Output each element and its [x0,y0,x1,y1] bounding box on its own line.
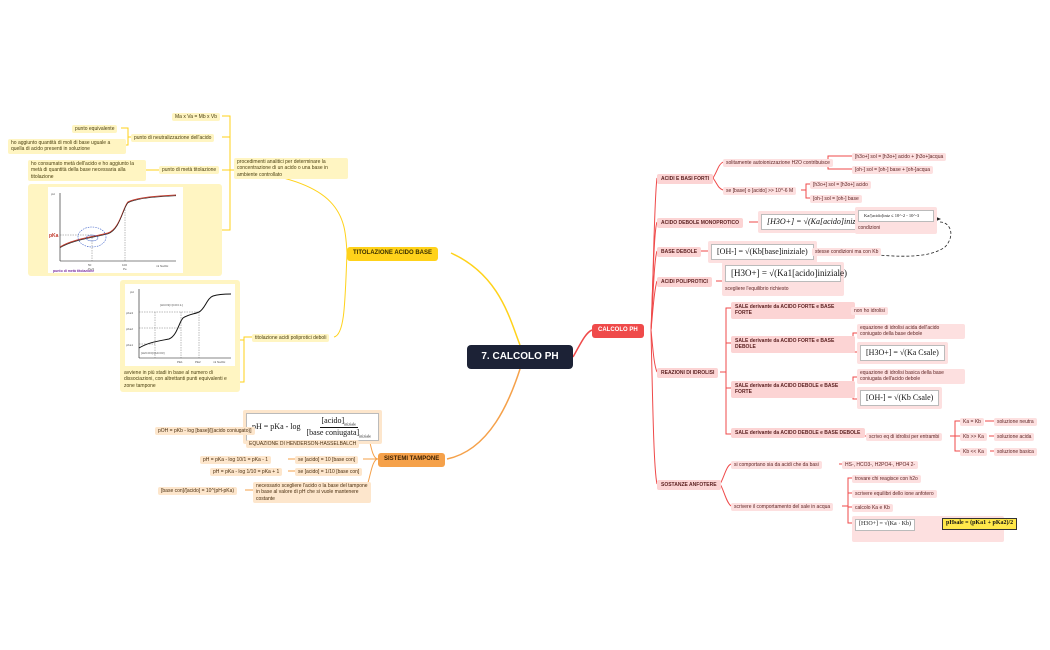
se-base-node[interactable]: se [base] o [acido] >> 10^-6 M [723,187,797,196]
acido-debole-formula: [H3O+] = √(Ka[acido]iniziale) [761,214,877,230]
graph2-species-top: [HCO3]=[CO3 2-] [160,303,183,307]
idrolisi-basica-node[interactable]: equazione di idrolisi basica della base … [857,369,965,384]
hh-den: [base coniugata] [306,427,360,437]
graph1-xtick-pe: Pe [123,267,127,271]
base-debole-formula-node[interactable]: [OH-] = √(Kb[base]iniziale) [708,241,817,263]
formula-ma-node[interactable]: Ma x Va = Mb x Vb [172,113,221,122]
graph1-tick-50: 50 [88,263,92,267]
oh-base-node[interactable]: [oh-] sol = [oh-] base [810,195,862,204]
kb-gg-ka-node[interactable]: Kb >> Ka [960,433,987,442]
sale-debole-debole-node[interactable]: SALE derivante da ACIDO DEBOLE e BASE DE… [731,428,865,439]
comportano-node[interactable]: si comportano sia da acidi che da basi [731,461,822,470]
stesse-condizioni-node[interactable]: stesse condizioni ma con Kb [812,248,882,257]
scrivo-eq-node[interactable]: scrivo eq di idrolisi per entrambi [866,433,943,442]
sale3-formula-node[interactable]: [OH-] = √(Kb Csale) [857,387,943,409]
tamponi-node[interactable]: SISTEMI TAMPONE [378,453,446,467]
poliprotici-formula-node[interactable]: [H3O+] = √(Ka1[acido]iniziale) scegliere… [722,262,847,296]
base-debole-node[interactable]: BASE DEBOLE [657,247,702,258]
graph1-tick-100: 100 [122,263,127,267]
equilibri-node[interactable]: scrivere equilibri dello ione anfotero [852,490,937,499]
ka-eq-kb-node[interactable]: Ka = Kb [960,418,984,427]
graph1-y-label: pH [51,192,55,196]
sale2-formula-node[interactable]: [H3O+] = √(Ka Csale) [857,342,948,364]
neutralizzazione-node[interactable]: punto di neutralizzazione dell'acido [131,134,215,143]
comportamento-node[interactable]: scrivere il comportamento del sale in ac… [731,503,834,512]
hh-num-sub: iniziale [344,421,356,427]
sale-forte-debole-node[interactable]: SALE derivante da ACIDO FORTE e BASE DEB… [731,336,855,353]
sale-forte-forte-node[interactable]: SALE derivante da ACIDO FORTE e BASE FOR… [731,302,855,319]
graph2-y-label: pH [130,290,134,294]
kb-ll-ka-node[interactable]: Kb << Ka [960,448,987,457]
graph1-caption: punto di metà titolazione [53,269,94,273]
hh-den-sub: iniziale [359,433,371,439]
esempi-node[interactable]: HS-, HCO3-, H2PO4-, HPO4 2- [842,461,919,470]
titolazione-node[interactable]: TITOLAZIONE ACIDO BASE [347,247,439,261]
punto-equivalente-node[interactable]: punto equivalente [72,125,118,134]
base-con-node[interactable]: [base con]/[acido] = 10^(pH-pKa) [158,487,238,496]
sale-debole-forte-node[interactable]: SALE derivante da ACIDO DEBOLE e BASE FO… [731,381,855,398]
se-10-node[interactable]: se [acido] = 10 [base con] [295,456,359,465]
soluzione-acida-node[interactable]: soluzione acida [994,433,1035,442]
condizione-node[interactable]: Ka/[acido]iniz ≤ 10^-2 - 10^-3 condizion… [855,207,937,234]
soluzione-neutra-node[interactable]: soluzione neutra [994,418,1037,427]
poh-node[interactable]: pOH = pKb - log [base]/[(acido coniugato… [155,427,255,436]
poliprotici-formula: [H3O+] = √(Ka1[acido]iniziale) [725,265,847,283]
h3o-acido-node[interactable]: [h3o+] sol = [h3o+] acido [810,181,871,190]
ph-meno-node[interactable]: pH = pKa - log 10/1 = pKa - 1 [200,456,272,465]
trovare-node[interactable]: trovare chi reagisce con h2o [852,475,921,484]
necessario-node[interactable]: necessario scegliere l'acido o la base d… [253,482,371,503]
hh-lhs: pH = pKa - log [252,422,301,432]
meta-titolazione-node[interactable]: punto di metà titolazione [159,166,220,175]
soluzione-basica-node[interactable]: soluzione basica [994,448,1037,457]
sale2-formula: [H3O+] = √(Ka Csale) [860,345,945,361]
calcolo-ph-node[interactable]: CALCOLO PH [592,324,644,338]
root-node[interactable]: 7. CALCOLO PH [467,345,573,369]
idrolisi-acida-node[interactable]: equazione di idrolisi acida dell'acido c… [857,324,965,339]
aggiunto-node[interactable]: ho aggiunto quantità di moli di base ugu… [8,139,126,154]
idrolisi-node[interactable]: REAZIONI DI IDROLISI [657,368,719,379]
non-idrolisi-node[interactable]: non ho idrolisi [851,307,888,316]
procedimenti-node[interactable]: procedimenti analitici per determinare l… [234,158,348,179]
anfotere-formula-node[interactable]: [H3O+] = √(Ka · Kb) pHsale = (pKa1 + pKa… [852,516,1018,542]
hh-equazione-node[interactable]: EQUAZIONE DI HENDERSON-HASSELBALCH [246,440,360,449]
acidi-poliprotici-node[interactable]: ACIDI POLIPROTICI [657,277,712,288]
sale3-formula: [OH-] = √(Kb Csale) [860,390,940,406]
henderson-formula-node[interactable]: pH = pKa - log [acido]iniziale [base con… [243,410,382,445]
graph2-xtick-pe1: PE1 [177,360,183,364]
acido-debole-formula-node[interactable]: [H3O+] = √(Ka[acido]iniziale) [758,211,880,233]
graph2-species-bottom: [H2CO3]=[HCO3] [141,351,165,355]
consumato-node[interactable]: ho consumato metà dell'acido e ho aggiun… [28,160,146,181]
h3o-sol-node[interactable]: [h3o+] sol = [h3o+] acido + [h3o+]acqua [852,153,947,162]
graph1-xtick-pe2: Pe/2 [88,267,95,271]
avviene-node[interactable]: avviene in più stadi in base al numero d… [124,370,227,389]
anfotere-formula-2: pHsale = (pKa1 + pKa2)/2 [942,518,1018,530]
condizioni-label: condizioni [858,224,881,231]
graph1-pk-label: pKa [49,233,59,239]
anfotere-node[interactable]: SOSTANZE ANFOTERE [657,480,721,491]
se-110-node[interactable]: se [acido] = 1/10 [base con] [295,468,363,477]
ph-piu-node[interactable]: pH = pKa - log 1/10 = pKa + 1 [210,468,283,477]
graph2-xtick-pe2: PE2 [195,360,201,364]
graph2-tick-pka2: pKa2 [126,327,133,331]
poliprotici-deboli-node[interactable]: titolazione acidi poliprotici deboli [252,334,330,343]
graph1-x-label: ml NaOH [156,264,168,268]
base-debole-formula: [OH-] = √(Kb[base]iniziale) [711,244,814,260]
graph2-x-label: ml NaOH [213,360,225,364]
condizione-formula: Ka/[acido]iniz ≤ 10^-2 - 10^-3 [858,210,934,222]
anfotere-formula-1: [H3O+] = √(Ka · Kb) [855,519,916,531]
acido-debole-node[interactable]: ACIDO DEBOLE MONOPROTICO [657,218,744,229]
graph2-tick-pka1: pKa1 [126,343,133,347]
solitamente-node[interactable]: solitamente autoionizzazione H2O contrib… [723,159,833,168]
graph2-container: pH pKa3 pKa2 pKa1 [HCO3]=[CO3 2-] [H2CO3… [120,280,240,392]
titration-curve-graph: pH pKa 50 100 Pe/2 Pe ml NaOH punto di m… [49,192,177,273]
graph2-tick-pka3: pKa3 [126,311,133,315]
hh-num: [acido] [321,416,345,425]
scegliere-label: scegliere l'equilibrio richiesto [725,286,789,293]
oh-sol-node[interactable]: [oh-] sol = [oh-] base + [oh-]acqua [852,166,934,175]
acidi-forti-node[interactable]: ACIDI E BASI FORTI [657,174,714,185]
polyprotic-curve-graph: pH pKa3 pKa2 pKa1 [HCO3]=[CO3 2-] [H2CO3… [126,289,232,364]
graph1-container: pH pKa 50 100 Pe/2 Pe ml NaOH punto di m… [28,184,222,276]
calcolo-ka-kb-node[interactable]: calcolo Ka e Kb [852,504,893,513]
